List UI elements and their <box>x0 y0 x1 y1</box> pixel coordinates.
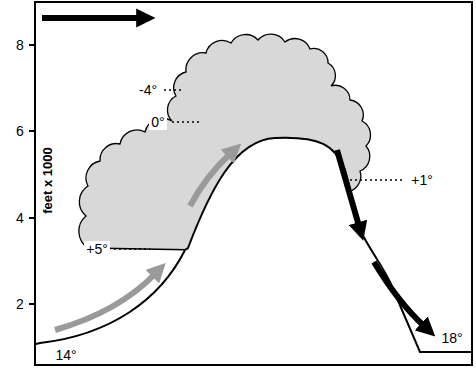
frame <box>35 2 472 365</box>
axis-ticks <box>29 45 36 304</box>
axis-tick-label: 6 <box>14 123 26 139</box>
wind-arrow <box>42 15 140 21</box>
rising-air-arrow <box>190 154 230 206</box>
temperature-label: 18° <box>439 330 464 346</box>
axis-tick-label: 2 <box>14 296 26 312</box>
axis-tick-label: 4 <box>14 210 26 226</box>
temperature-label: -4° <box>137 82 159 98</box>
mountain-fill <box>40 138 472 366</box>
temperature-label: 14° <box>53 347 78 363</box>
axis-title: feet x 1000 <box>40 145 55 216</box>
temperature-label: +1° <box>409 172 435 188</box>
descending-air-arrow <box>337 150 359 226</box>
mountain-profile <box>36 138 472 352</box>
axis-tick-label: 8 <box>14 37 26 53</box>
rising-air-arrow <box>55 274 155 330</box>
descending-air-arrow <box>374 262 424 326</box>
leader-lines <box>114 90 404 249</box>
temperature-label: +5° <box>84 241 110 257</box>
temperature-label: 0° <box>149 114 166 130</box>
